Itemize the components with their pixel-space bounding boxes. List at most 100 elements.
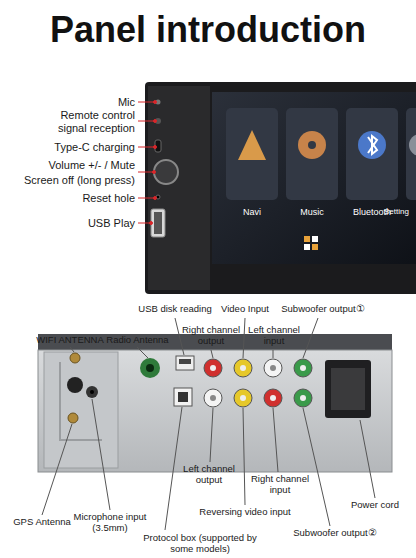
front-panel: [145, 82, 416, 294]
screen-label: Navi: [226, 207, 278, 217]
rear-panel-part: [178, 392, 188, 402]
rear-leaders-part: [165, 407, 182, 530]
callout-label: Type-C charging: [3, 141, 135, 154]
front-panel-part: [212, 92, 416, 264]
screen-tiles-part: [298, 131, 326, 159]
front-leaders-part: [138, 198, 154, 199]
rca-connectors-part: [270, 395, 276, 401]
rca-connectors-part: [300, 365, 306, 371]
rear-panel-part: [86, 386, 98, 398]
front-leaders-part: [138, 147, 154, 148]
screen-label: Setting: [384, 207, 416, 216]
callout-label: Right channel input: [248, 474, 312, 496]
rca-connectors-part: [234, 389, 252, 407]
rear-leaders-part: [273, 350, 274, 358]
front-panel-part: [151, 209, 165, 237]
rca-connectors-part: [331, 368, 365, 410]
callout-label: Reversing video input: [198, 507, 292, 518]
rear-leaders-part: [303, 408, 330, 526]
rear-panel-part: [70, 353, 80, 363]
title: Panel introduction: [0, 10, 416, 50]
callout-label: Video Input: [215, 304, 275, 315]
screen-tiles-part: [238, 130, 266, 160]
screen-tiles-part: [226, 108, 278, 200]
screen-tiles-part: [409, 134, 416, 156]
front-leaders-part: [154, 101, 157, 104]
callout-label: Microphone input (3.5mm): [70, 512, 150, 534]
callout-label: Volume +/- / Mute: [3, 159, 135, 172]
front-leaders-part: [150, 222, 153, 225]
callout-label: Subwoofer output①: [278, 304, 368, 315]
rear-leaders-part: [303, 318, 318, 358]
front-panel-part: [148, 86, 210, 290]
rear-leaders: [42, 318, 375, 530]
front-leaders-part: [154, 120, 157, 123]
callout-label: GPS Antenna: [4, 517, 80, 528]
rear-panel-part: [174, 388, 192, 406]
rear-leaders-part: [92, 399, 110, 510]
rca-connectors-part: [234, 359, 252, 377]
rca-connectors-part: [240, 365, 246, 371]
screen-tiles-part: [308, 141, 316, 149]
callout-label: Remote control signal reception: [35, 109, 135, 135]
screen-tiles-part: [304, 244, 310, 250]
rca-connectors-part: [270, 365, 276, 371]
front-leaders-part: [154, 197, 157, 200]
screen-label: Music: [286, 207, 338, 217]
rear-leaders-part: [42, 424, 72, 515]
rca-connectors-part: [204, 389, 222, 407]
rca-connectors-part: [300, 395, 306, 401]
front-leaders-part: [153, 171, 156, 174]
rear-panel-part: [60, 362, 102, 440]
rear-leaders-part: [70, 347, 74, 352]
front-leaders-part: [138, 223, 150, 224]
rear-panel-part: [140, 358, 160, 378]
rca-connectors-part: [204, 359, 222, 377]
screen-tiles-part: [286, 108, 338, 200]
rca-connectors-part: [210, 395, 216, 401]
rca-connectors: [204, 359, 371, 418]
rca-connectors-part: [210, 365, 216, 371]
callout-label: Right channel output: [178, 325, 244, 347]
callout-label: Power cord: [345, 500, 405, 511]
callout-label: WIFI ANTENNA: [28, 335, 112, 346]
rear-leaders-part: [175, 318, 184, 355]
rear-panel-part: [179, 359, 191, 364]
rear-leaders-part: [137, 347, 148, 358]
front-leaders-part: [138, 172, 153, 173]
callout-label: USB Play: [3, 217, 135, 230]
rear-panel-part: [67, 377, 83, 393]
screen-tiles-part: [368, 136, 377, 154]
rear-panel-part: [90, 390, 94, 394]
front-panel-part: [154, 160, 178, 184]
callout-label: Screen off (long press): [3, 174, 135, 187]
rear-leaders-part: [243, 318, 245, 358]
rca-connectors-part: [325, 360, 371, 418]
rear-panel: [38, 334, 392, 472]
rca-connectors-part: [264, 389, 282, 407]
rear-leaders-part: [273, 408, 278, 472]
rear-leaders-part: [211, 350, 213, 358]
screen-tiles-part: [346, 108, 398, 200]
rear-panel-part: [146, 364, 154, 372]
callout-label: Reset hole: [3, 192, 135, 205]
rear-panel-part: [38, 350, 392, 472]
rear-panel-part: [68, 413, 78, 423]
callout-label: Left channel output: [176, 464, 242, 486]
callout-label: Subwoofer output②: [290, 528, 380, 539]
screen-tiles-part: [358, 131, 386, 159]
rca-connectors-part: [294, 359, 312, 377]
rca-connectors-part: [294, 389, 312, 407]
rear-leaders-part: [360, 420, 375, 498]
front-panel-part: [154, 212, 162, 234]
rca-connectors-part: [264, 359, 282, 377]
rear-panel-part: [44, 352, 118, 468]
rear-panel-part: [176, 356, 194, 370]
callout-label: Radio Antenna: [100, 335, 175, 346]
front-leaders-part: [138, 121, 154, 122]
callout-label: Left channel input: [244, 325, 304, 347]
callout-label: USB disk reading: [135, 304, 215, 315]
front-leaders-part: [154, 146, 157, 149]
screen-tiles-part: [304, 236, 310, 242]
